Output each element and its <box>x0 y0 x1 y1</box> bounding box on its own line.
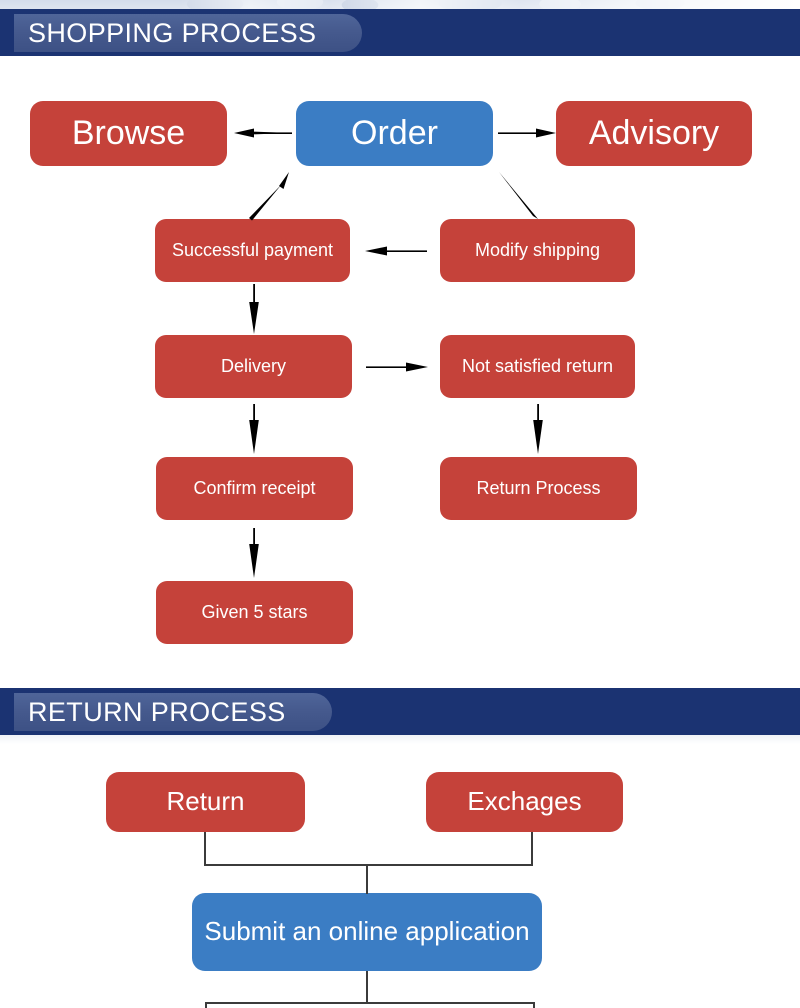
banner-underline-decoration <box>0 735 800 744</box>
connector-bottom-branch-left-stub <box>205 1002 207 1008</box>
node-order[interactable]: Order <box>296 101 493 166</box>
node-order-label: Order <box>351 114 438 153</box>
banner-tab-shopping-process: SHOPPING PROCESS <box>14 14 363 52</box>
connector-submit-to-branch-stub <box>366 971 368 1003</box>
node-successful-payment-label: Successful payment <box>171 240 334 261</box>
node-confirm-receipt[interactable]: Confirm receipt <box>156 457 353 520</box>
connector-order-to-modify-shipping <box>493 170 545 222</box>
connector-not-satisfied-return-to-return-process <box>527 404 549 454</box>
node-delivery[interactable]: Delivery <box>155 335 352 398</box>
node-submit-online-application[interactable]: Submit an online application <box>192 893 542 971</box>
connector-return-exchages-join <box>204 864 533 866</box>
node-given-5-stars-label: Given 5 stars <box>201 602 308 623</box>
node-submit-online-application-label: Submit an online application <box>204 916 530 947</box>
connector-exchages-stub <box>531 832 533 865</box>
top-decoration-overlay <box>0 0 800 10</box>
connector-return-stub <box>204 832 206 865</box>
node-not-satisfied-return-label: Not satisfied return <box>461 356 614 377</box>
node-given-5-stars[interactable]: Given 5 stars <box>156 581 353 644</box>
connector-join-to-submit <box>366 864 368 894</box>
node-delivery-label: Delivery <box>220 356 286 377</box>
node-return-process-label: Return Process <box>476 478 601 499</box>
connector-order-to-advisory <box>498 122 556 144</box>
node-return[interactable]: Return <box>106 772 305 832</box>
node-not-satisfied-return[interactable]: Not satisfied return <box>440 335 635 398</box>
node-confirm-receipt-label: Confirm receipt <box>193 478 316 499</box>
node-browse[interactable]: Browse <box>30 101 227 166</box>
connector-bottom-branch-bar <box>205 1002 535 1004</box>
node-return-process[interactable]: Return Process <box>440 457 637 520</box>
section-banner-shopping-process: SHOPPING PROCESS <box>0 9 800 56</box>
node-return-label: Return <box>166 786 245 817</box>
connector-successful-payment-to-delivery <box>243 284 265 334</box>
connector-delivery-to-confirm-receipt <box>243 404 265 454</box>
node-exchages[interactable]: Exchages <box>426 772 623 832</box>
node-modify-shipping[interactable]: Modify shipping <box>440 219 635 282</box>
banner-title-shopping-process: SHOPPING PROCESS <box>28 17 317 48</box>
node-successful-payment[interactable]: Successful payment <box>155 219 350 282</box>
node-exchages-label: Exchages <box>467 786 582 817</box>
connector-bottom-branch-right-stub <box>533 1002 535 1008</box>
connector-delivery-to-not-satisfied-return <box>366 356 428 378</box>
node-advisory-label: Advisory <box>588 114 720 153</box>
section-banner-return-process: RETURN PROCESS <box>0 688 800 735</box>
banner-tab-return-process: RETURN PROCESS <box>14 693 332 731</box>
node-advisory[interactable]: Advisory <box>556 101 752 166</box>
node-browse-label: Browse <box>71 114 186 153</box>
connector-order-to-browse <box>234 122 292 144</box>
banner-title-return-process: RETURN PROCESS <box>28 696 286 727</box>
connector-modify-shipping-to-successful-payment <box>365 240 427 262</box>
node-modify-shipping-label: Modify shipping <box>474 240 601 261</box>
connector-confirm-receipt-to-given-5-stars <box>243 528 265 578</box>
connector-successful-payment-to-order <box>243 170 295 222</box>
